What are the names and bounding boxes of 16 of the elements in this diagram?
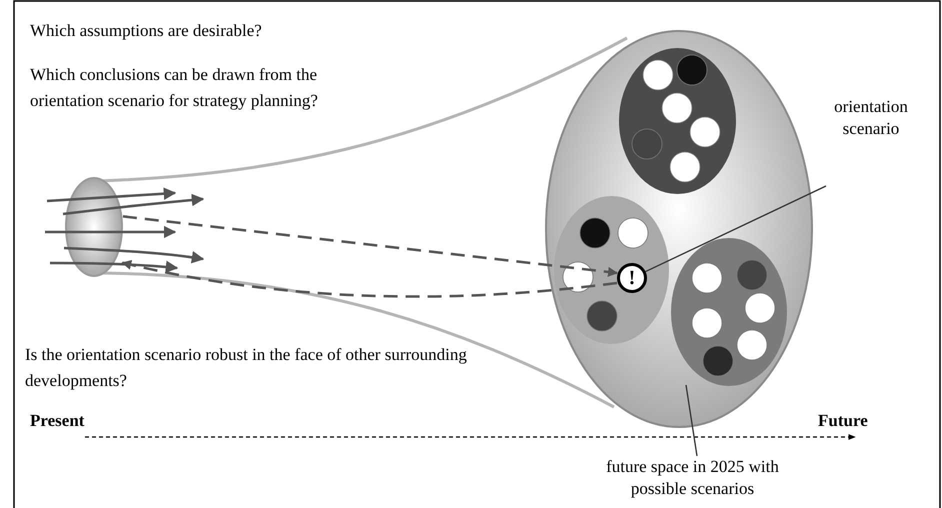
callout-text: future space in 2025 with possible scenarios	[585, 456, 800, 504]
leader-line	[685, 384, 698, 456]
callout-text: orientation scenario	[820, 96, 922, 146]
present-ellipse	[65, 177, 123, 277]
dashed-arrow	[121, 260, 618, 298]
time-label: Future	[818, 410, 869, 432]
question-text: Which assumptions are desirable?	[30, 20, 263, 42]
scenario-cluster	[618, 47, 737, 195]
question-text: Which conclusions can be drawn from the orientation scenario for strategy planning?	[30, 64, 319, 112]
future-space-ellipse	[545, 30, 813, 428]
scenario-cluster	[553, 195, 670, 345]
question-text: Is the orientation scenario robust in the face of other surrounding developments?	[25, 344, 468, 392]
leader-line	[645, 185, 826, 272]
dashed-arrow	[122, 215, 618, 277]
time-label: Present	[30, 410, 86, 432]
scenario-cluster	[670, 237, 788, 387]
